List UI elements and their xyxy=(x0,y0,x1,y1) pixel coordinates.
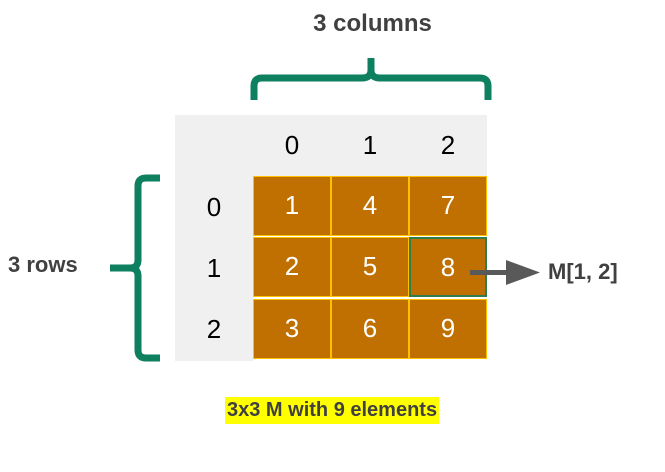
matrix-cell-2-2: 9 xyxy=(409,299,487,359)
row-index-2: 2 xyxy=(206,314,222,344)
matrix-cell-2-1: 6 xyxy=(331,299,409,359)
matrix-cell-1-2-highlighted: 8 xyxy=(409,237,487,297)
column-index-0: 0 xyxy=(284,130,300,160)
row-index-1: 1 xyxy=(206,253,222,283)
caption: 3x3 M with 9 elements xyxy=(225,397,440,424)
matrix-cell-0-1: 4 xyxy=(331,176,409,236)
element-reference-label: M[1, 2] xyxy=(548,259,618,284)
matrix-cell-1-0: 2 xyxy=(253,237,331,297)
matrix-cell-2-0: 3 xyxy=(253,299,331,359)
row-index-0: 0 xyxy=(206,192,222,222)
arrow-right-icon xyxy=(470,260,540,285)
matrix-cell-1-1: 5 xyxy=(331,237,409,297)
rows-label: 3 rows xyxy=(8,252,78,277)
rows-brace-icon xyxy=(110,174,160,362)
columns-label: 3 columns xyxy=(313,10,432,37)
column-header-background xyxy=(175,115,487,176)
columns-brace-icon xyxy=(250,58,492,100)
column-index-2: 2 xyxy=(440,130,456,160)
row-header-background xyxy=(175,176,253,361)
matrix-cell-0-0: 1 xyxy=(253,176,331,236)
column-index-1: 1 xyxy=(362,130,378,160)
matrix-cell-0-2: 7 xyxy=(409,176,487,236)
